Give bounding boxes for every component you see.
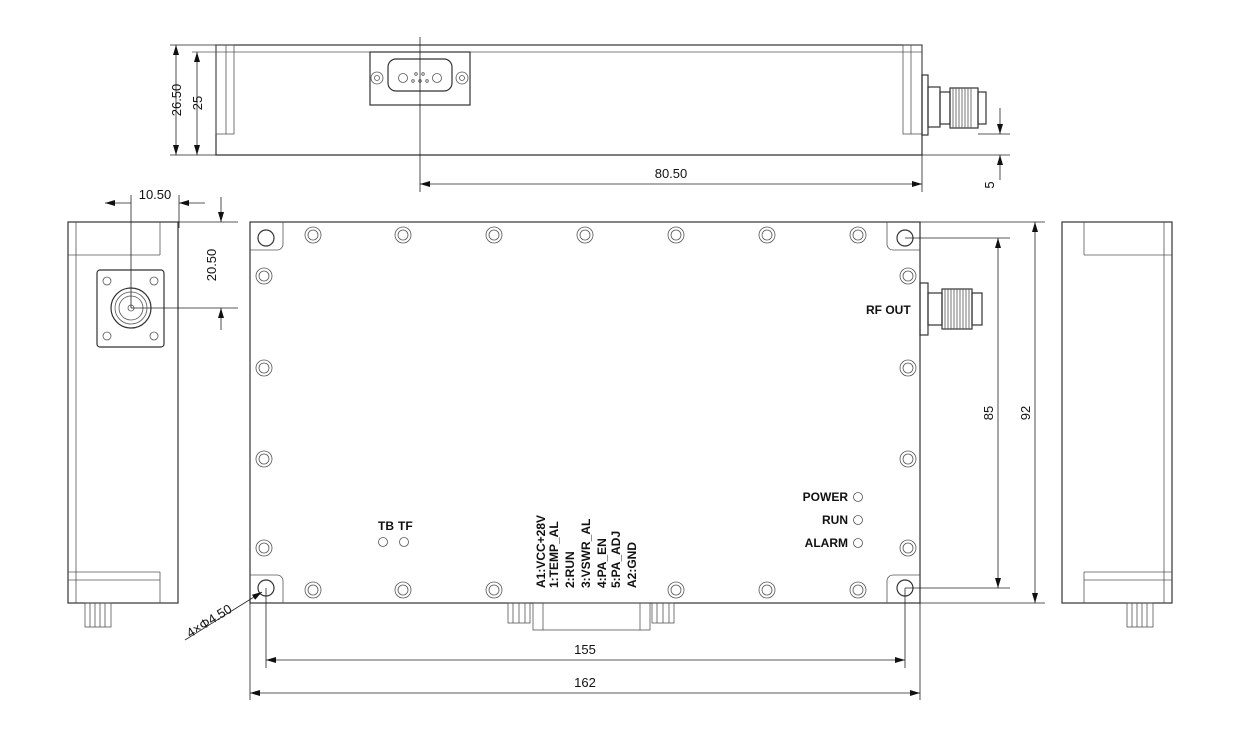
tf-label: TF: [398, 519, 413, 533]
tb-test-point: [378, 537, 388, 547]
screw: [258, 270, 270, 282]
front-view: RF OUT TB TF POWER RUN ALARM A1:VCC+28V …: [184, 221, 1045, 700]
dim-height-total: 26.50: [169, 84, 184, 117]
screw: [255, 450, 273, 468]
screw: [670, 584, 682, 596]
pin-label: 5:PA_ADJ: [609, 531, 623, 588]
screw: [307, 229, 319, 241]
screw: [899, 267, 917, 285]
screw: [667, 581, 685, 599]
pin-label: 4:PA_EN: [595, 538, 609, 588]
tf-test-point: [399, 537, 409, 547]
pin-label: 3:VSWR_AL: [579, 519, 593, 588]
screws: [255, 226, 917, 599]
top-view: 26.50 25 80.50 5: [169, 37, 1010, 192]
screw: [899, 539, 917, 557]
tb-label: TB: [378, 519, 394, 533]
alarm-led: [853, 538, 863, 548]
screw: [761, 584, 773, 596]
dim-connector-offset: 80.50: [655, 166, 688, 181]
screw: [304, 226, 322, 244]
dim-n-vertical: 20.50: [204, 249, 219, 282]
screw: [899, 359, 917, 377]
screw: [485, 581, 503, 599]
screw: [899, 450, 917, 468]
screw: [667, 226, 685, 244]
screw: [852, 584, 864, 596]
alarm-led-label: ALARM: [805, 536, 848, 550]
n-type-connector: [96, 269, 165, 348]
dim-hole-pitch-x: 155: [574, 642, 596, 657]
screw: [397, 229, 409, 241]
screw: [902, 542, 914, 554]
screw: [255, 267, 273, 285]
screw: [849, 581, 867, 599]
dim-mount-holes: 4×Φ4.50: [184, 601, 235, 640]
screw: [394, 226, 412, 244]
dim-height-body: 25: [190, 96, 205, 110]
pin-label: 2:RUN: [563, 551, 577, 588]
screw: [488, 229, 500, 241]
screw: [852, 229, 864, 241]
screw: [304, 581, 322, 599]
dsub-connector-bottom: [507, 602, 675, 631]
dim-width-total: 92: [1018, 406, 1033, 420]
screw: [258, 542, 270, 554]
screw: [761, 229, 773, 241]
dim-length-total: 162: [574, 675, 596, 690]
pin-label: A2:GND: [625, 542, 639, 588]
screw: [258, 362, 270, 374]
screw: [849, 226, 867, 244]
screw: [394, 581, 412, 599]
screw: [670, 229, 682, 241]
dim-n-horizontal: 10.50: [139, 187, 172, 202]
screw: [758, 581, 776, 599]
screw: [902, 270, 914, 282]
screw: [758, 226, 776, 244]
screw: [255, 539, 273, 557]
screw: [255, 359, 273, 377]
pin-label: 1:TEMP_AL: [547, 521, 561, 588]
screw: [902, 362, 914, 374]
pin-label: A1:VCC+28V: [534, 515, 548, 588]
power-led: [853, 492, 863, 502]
run-led: [853, 515, 863, 525]
screw: [307, 584, 319, 596]
rf-out-label: RF OUT: [866, 303, 911, 317]
screw: [258, 453, 270, 465]
left-side-view: 10.50 20.50: [67, 187, 238, 628]
power-led-label: POWER: [803, 490, 849, 504]
dim-hole-pitch-y: 85: [981, 406, 996, 420]
right-side-view: [1061, 221, 1173, 628]
rf-out-connector: [919, 282, 983, 336]
screw: [397, 584, 409, 596]
dim-rf-offset: 5: [982, 181, 997, 188]
screw: [902, 453, 914, 465]
rf-connector-side: [921, 74, 987, 136]
pinout-labels: A1:VCC+28V 1:TEMP_AL 2:RUN 3:VSWR_AL 4:P…: [534, 515, 639, 588]
screw: [485, 226, 503, 244]
run-led-label: RUN: [822, 513, 848, 527]
screw: [579, 229, 591, 241]
screw: [576, 226, 594, 244]
screw: [488, 584, 500, 596]
